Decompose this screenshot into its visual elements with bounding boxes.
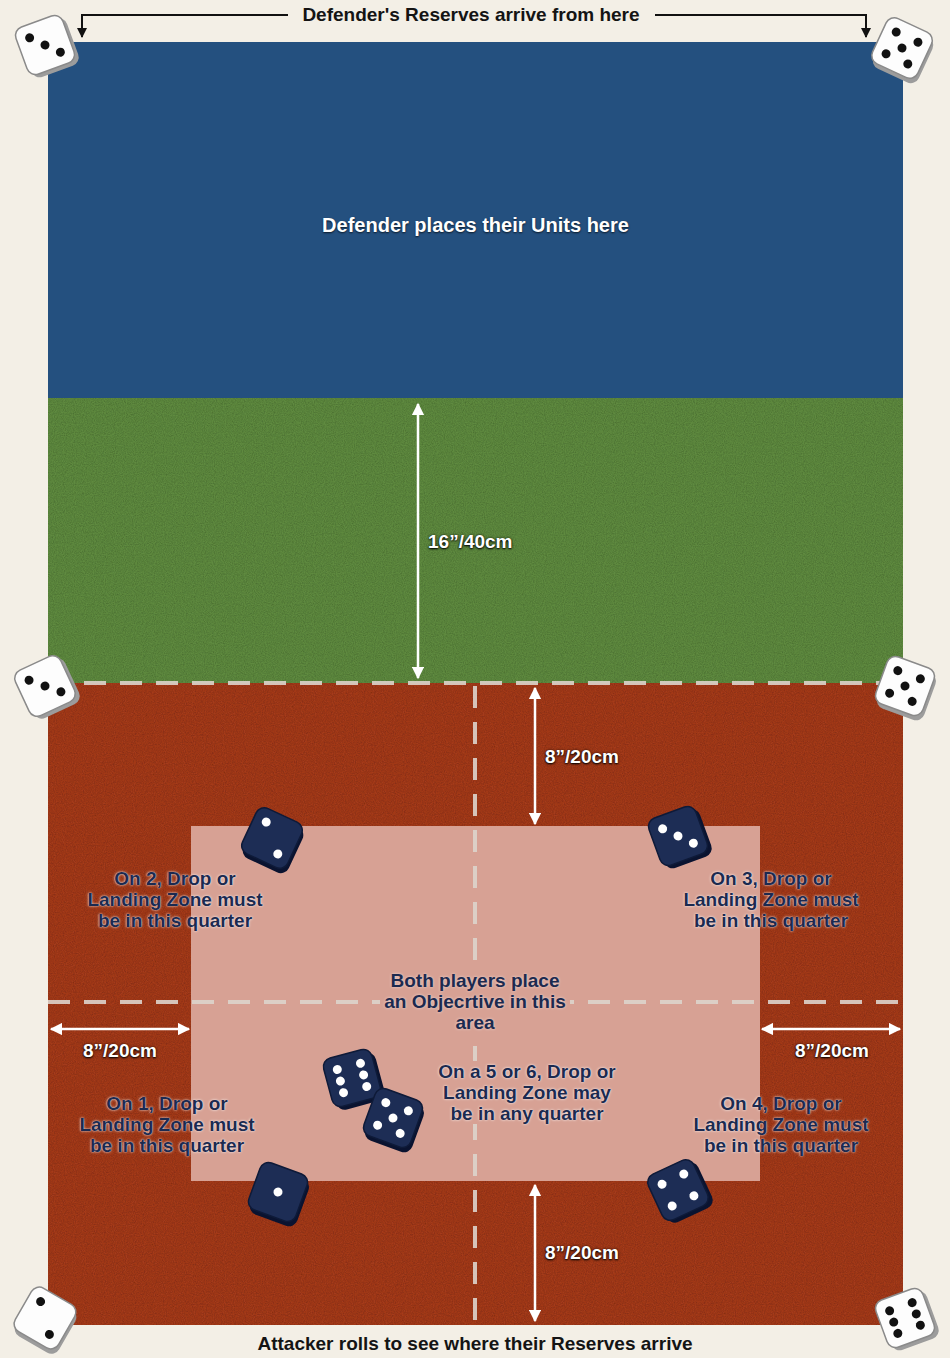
quarter-note: On 3, Drop or Landing Zone must be in th… — [676, 868, 866, 931]
attacker-zone — [48, 683, 903, 1325]
dimension-arrow — [51, 1028, 189, 1031]
white-die — [867, 15, 938, 86]
quarter-note: On 4, Drop or Landing Zone must be in th… — [686, 1093, 876, 1156]
quarter-line — [473, 686, 477, 1325]
label-anchor: 8”/20cm — [772, 1040, 892, 1061]
label-anchor: On 3, Drop or Landing Zone must be in th… — [676, 868, 866, 931]
dimension-arrow — [417, 404, 420, 678]
navy-die — [360, 1086, 428, 1155]
label-anchor: 8”/20cm — [545, 746, 665, 767]
navy-die — [646, 803, 714, 872]
white-die — [873, 1285, 941, 1354]
dimension-arrows — [51, 404, 900, 1321]
white-die — [872, 654, 940, 723]
label-anchor: On 1, Drop or Landing Zone must be in th… — [72, 1093, 262, 1156]
quarter-note: On 2, Drop or Landing Zone must be in th… — [80, 868, 270, 931]
corner-dice — [9, 12, 941, 1357]
no-mans-land — [48, 398, 903, 683]
white-die — [12, 652, 83, 723]
label-anchor: Attacker rolls to see where their Reserv… — [215, 1333, 735, 1354]
text-anchor: Defender places their Units here — [48, 213, 903, 237]
quarter-note: On a 5 or 6, Drop or Landing Zone may be… — [432, 1061, 622, 1124]
reserve-arrow — [655, 15, 866, 37]
quarter-note: On 1, Drop or Landing Zone must be in th… — [72, 1093, 262, 1156]
navy-die — [645, 1156, 716, 1227]
navy-die — [245, 1160, 313, 1229]
label-anchor: On 2, Drop or Landing Zone must be in th… — [80, 868, 270, 931]
zone-label: Both players place an Objecrtive in this… — [380, 970, 570, 1033]
dimension-label: 8”/20cm — [772, 1040, 892, 1061]
quarter-dividers — [48, 683, 903, 1325]
label-anchor: 16”/40cm — [428, 531, 548, 552]
label-anchor: 8”/20cm — [545, 1242, 665, 1263]
reserve-note: Defender's Reserves arrive from here — [261, 4, 681, 25]
zone-label: Defender places their Units here — [48, 213, 903, 237]
quarter-line — [48, 1000, 903, 1004]
navy-die — [321, 1047, 386, 1113]
label-anchor: Defender's Reserves arrive from here — [261, 4, 681, 25]
dimension-label: 8”/20cm — [545, 746, 665, 767]
quarter-dice — [237, 803, 716, 1229]
text-anchor: Both players place an Objecrtive in this… — [380, 970, 570, 1033]
white-die — [13, 12, 81, 81]
dimension-label: 8”/20cm — [60, 1040, 180, 1061]
dimension-label: 16”/40cm — [428, 531, 548, 552]
label-anchor: 8”/20cm — [60, 1040, 180, 1061]
dimension-arrow — [534, 688, 537, 824]
objective-area: Both players place an Objecrtive in this… — [191, 826, 760, 1181]
label-anchor: On a 5 or 6, Drop or Landing Zone may be… — [432, 1061, 622, 1124]
dimension-arrow — [534, 1185, 537, 1321]
navy-die — [237, 805, 308, 876]
dimension-label: 8”/20cm — [545, 1242, 665, 1263]
zone-edge-line — [48, 681, 903, 685]
white-die — [9, 1284, 82, 1357]
reserve-arrow — [82, 15, 288, 37]
dimension-arrow — [762, 1028, 900, 1031]
reserve-note: Attacker rolls to see where their Reserv… — [215, 1333, 735, 1354]
defender-zone: Defender places their Units here — [48, 42, 903, 398]
label-anchor: On 4, Drop or Landing Zone must be in th… — [686, 1093, 876, 1156]
